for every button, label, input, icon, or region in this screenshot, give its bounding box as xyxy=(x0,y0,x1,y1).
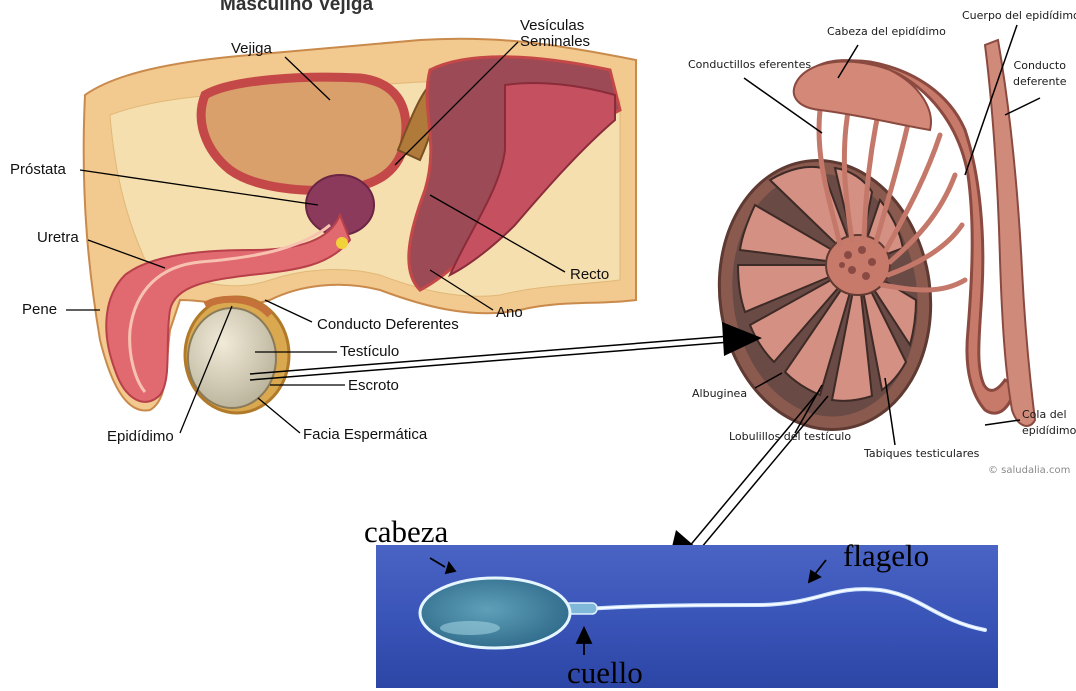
label-tabiques: Tabiques testiculares xyxy=(864,447,979,460)
label-conducto-deferentes: Conducto Deferentes xyxy=(317,316,459,333)
label-conducto-deferente: Conducto deferente xyxy=(1013,58,1067,90)
sperm-head xyxy=(420,578,570,648)
label-vesiculas-seminales: Vesículas Seminales xyxy=(520,18,590,50)
label-prostata: Próstata xyxy=(10,161,66,178)
credit-saludalia: © saludalia.com xyxy=(988,465,1070,476)
epididymis-head xyxy=(794,62,931,130)
bladder xyxy=(201,77,406,190)
label-albuginea: Albuginea xyxy=(692,387,747,400)
label-lobulillos: Lobulillos del testículo xyxy=(729,430,851,443)
anatomy-title: Masculino Vejiga xyxy=(220,0,373,16)
label-conductillos-eferentes: Conductillos eferentes xyxy=(688,58,811,71)
label-cuello: cuello xyxy=(567,655,643,691)
label-epididimo: Epidídimo xyxy=(107,428,174,445)
label-ano: Ano xyxy=(496,304,523,321)
testis-detail xyxy=(702,40,1035,443)
sperm-head-highlight xyxy=(440,621,500,635)
label-recto: Recto xyxy=(570,266,609,283)
label-cola-epididimo: Cola del epidídimo xyxy=(1022,407,1076,439)
label-vejiga: Vejiga xyxy=(231,40,272,57)
label-flagelo: flagelo xyxy=(843,538,929,574)
testicle xyxy=(188,308,276,408)
label-escroto: Escroto xyxy=(348,377,399,394)
label-cabeza-epididimo: Cabeza del epidídimo xyxy=(827,25,946,38)
bulbourethral-gland xyxy=(336,237,348,249)
label-cuerpo-epididimo: Cuerpo del epidídimo xyxy=(962,9,1076,22)
label-uretra: Uretra xyxy=(37,229,79,246)
label-cabeza: cabeza xyxy=(364,514,448,550)
label-pene: Pene xyxy=(22,301,57,318)
label-facia-espermatica: Facia Espermática xyxy=(303,426,427,443)
label-testiculo: Testículo xyxy=(340,343,399,360)
